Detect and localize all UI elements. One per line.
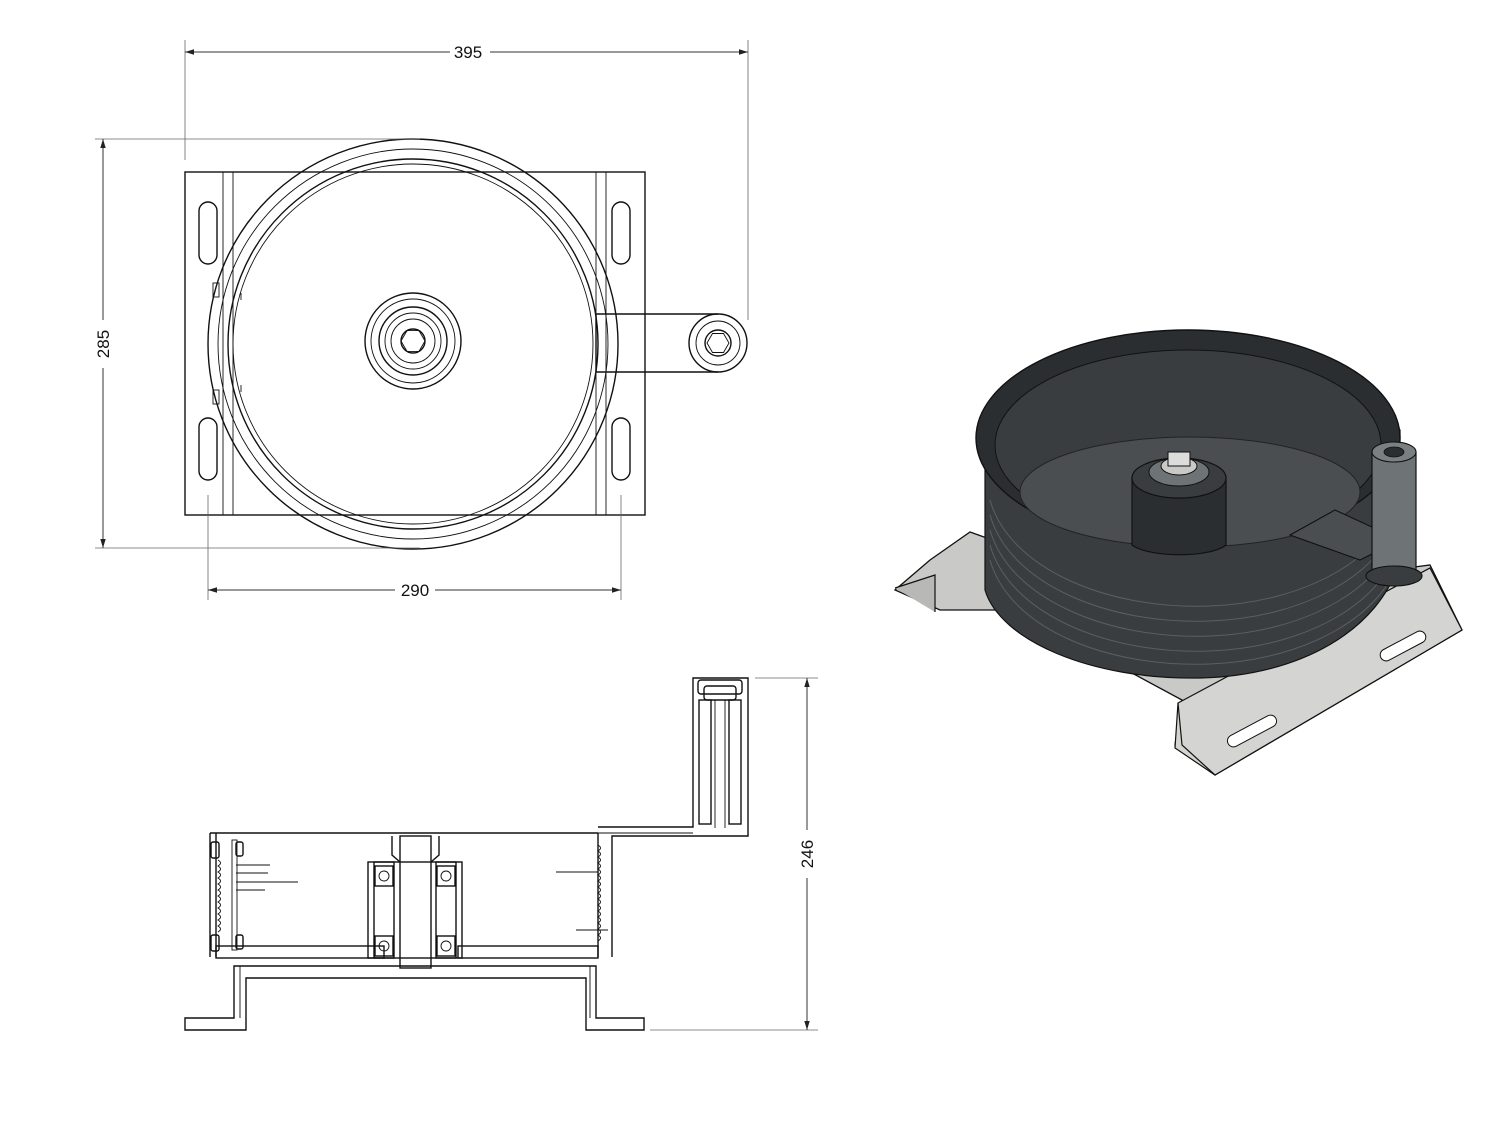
base-bracket-section — [184, 965, 645, 1031]
isometric-view — [893, 329, 1463, 776]
hub-bearing — [364, 292, 462, 390]
dimension-overall-width: 395 — [184, 40, 749, 320]
dim-label-width: 395 — [454, 43, 482, 62]
iso-guide-post — [1371, 451, 1417, 583]
mount-slot-top-right — [611, 201, 631, 265]
guide-post-section — [698, 699, 712, 825]
base-plate — [184, 171, 646, 516]
shaft-section — [399, 835, 432, 969]
dim-label-side-height: 246 — [798, 840, 817, 868]
dimension-overall-height: 285 — [94, 138, 420, 549]
mount-slot-bottom-left — [198, 417, 218, 481]
mount-slot-top-left — [198, 201, 218, 265]
mount-slot-bottom-right — [611, 417, 631, 481]
reel-outer-rim — [207, 138, 619, 550]
dim-label-spacing: 290 — [401, 581, 429, 600]
top-view — [184, 138, 748, 550]
dimension-side-height: 246 — [650, 677, 818, 1031]
guide-arm — [595, 313, 748, 373]
dim-label-height: 285 — [94, 330, 113, 358]
side-section-view — [184, 677, 749, 1031]
dimension-hole-spacing: 290 — [207, 495, 622, 600]
